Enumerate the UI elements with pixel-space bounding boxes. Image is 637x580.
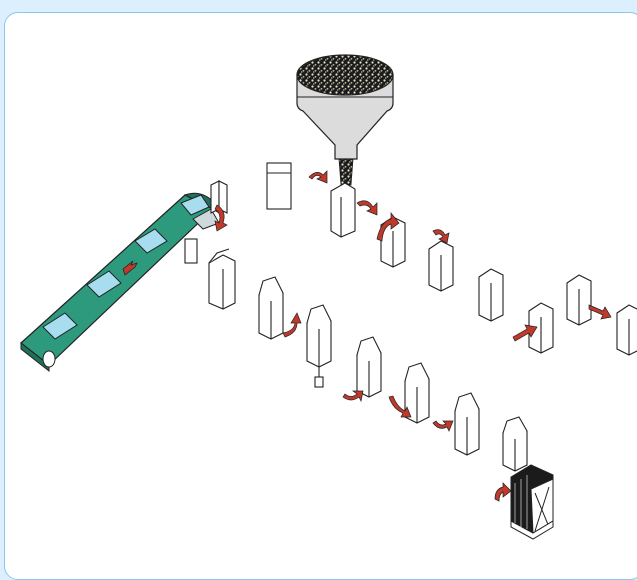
arrow-icon (357, 201, 377, 215)
arrow-icon (433, 421, 453, 431)
packaging-line-diagram (5, 13, 637, 580)
arrow-icon (495, 483, 511, 501)
arrow-icon (283, 313, 301, 337)
diagram-frame (4, 12, 637, 580)
hopper-icon (297, 55, 393, 185)
carton-icon (185, 163, 637, 355)
arrow-icon (343, 391, 363, 401)
arrow-icon (589, 305, 611, 319)
arrow-icon (309, 171, 327, 183)
pallet-stack-icon (511, 465, 553, 539)
